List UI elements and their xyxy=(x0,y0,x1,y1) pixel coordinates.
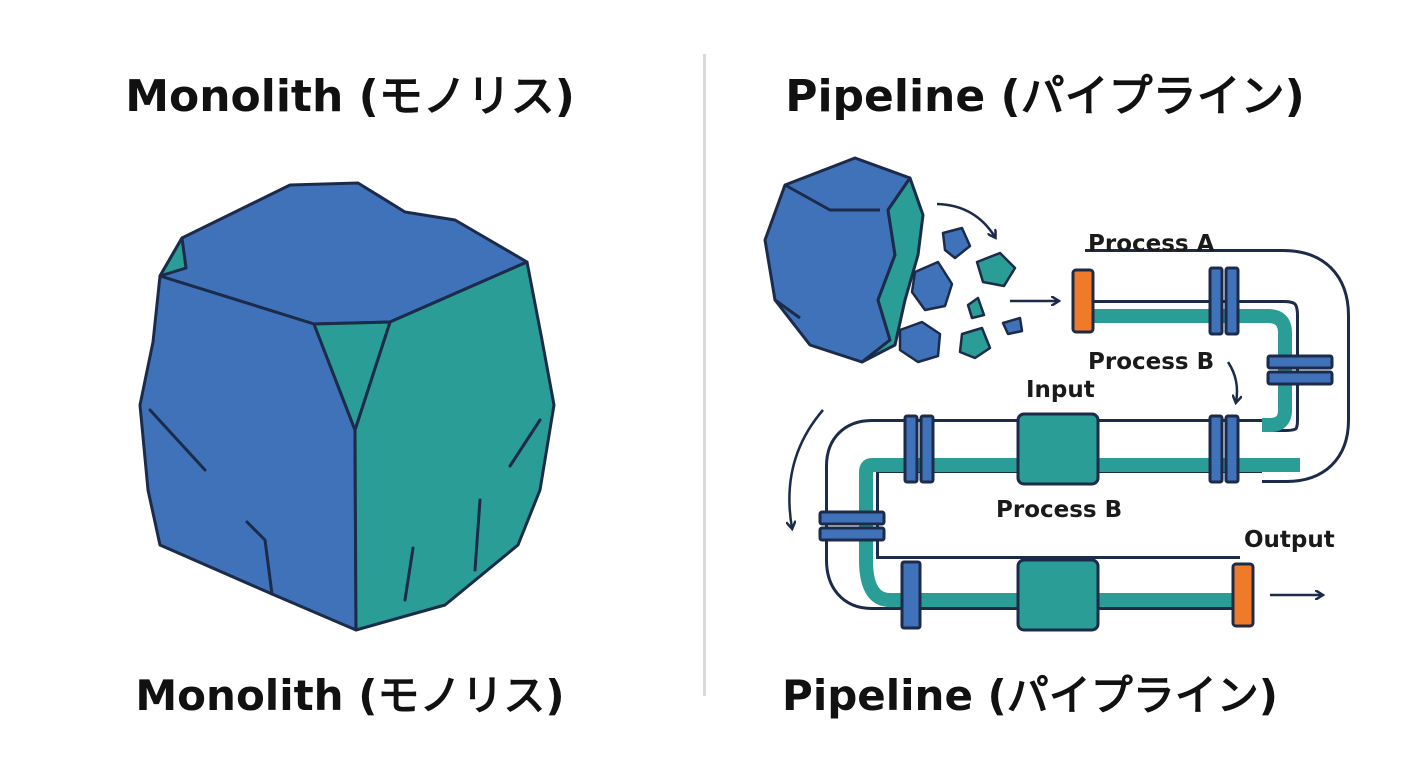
pipe-output-cap xyxy=(1231,562,1255,628)
rock-teal-part xyxy=(860,176,925,364)
breaking-rock xyxy=(763,156,925,364)
arrow-left-down xyxy=(789,409,824,528)
fragment-6 xyxy=(898,320,942,364)
label-output: Output xyxy=(1244,527,1335,553)
fragment-5 xyxy=(1001,316,1024,336)
pipeline xyxy=(818,249,1350,632)
monolith-front-wedge xyxy=(312,320,392,432)
fragment-4 xyxy=(966,296,986,320)
pipeline-title-bottom: Pipeline (パイプライン) xyxy=(782,671,1278,720)
label-process-b-upper: Process B xyxy=(1088,349,1214,375)
process-box-input xyxy=(1016,412,1100,486)
process-box-lower xyxy=(1016,558,1100,632)
monolith-title-top: Monolith (モノリス) xyxy=(125,71,575,122)
curved-arrow-top xyxy=(936,202,995,237)
fragment-7 xyxy=(958,326,992,360)
fragment-2 xyxy=(975,251,1017,288)
monolith-title-bottom: Monolith (モノリス) xyxy=(135,671,565,720)
arrow-process-b-down xyxy=(1226,361,1237,402)
label-input: Input xyxy=(1026,377,1095,403)
pipeline-title-top: Pipeline (パイプライン) xyxy=(785,71,1305,122)
fragment-3 xyxy=(910,260,954,312)
monolith-right-face xyxy=(353,260,556,632)
fragment-1 xyxy=(941,226,972,260)
center-divider xyxy=(703,54,706,696)
monolith-corner-chip xyxy=(158,236,188,278)
monolith-block xyxy=(138,181,556,632)
pipe-input-cap xyxy=(1071,268,1095,334)
label-process-b-lower: Process B xyxy=(996,497,1122,523)
label-process-a: Process A xyxy=(1088,231,1215,257)
pipe-couplings xyxy=(818,266,1334,630)
rock-fragments xyxy=(898,226,1024,364)
